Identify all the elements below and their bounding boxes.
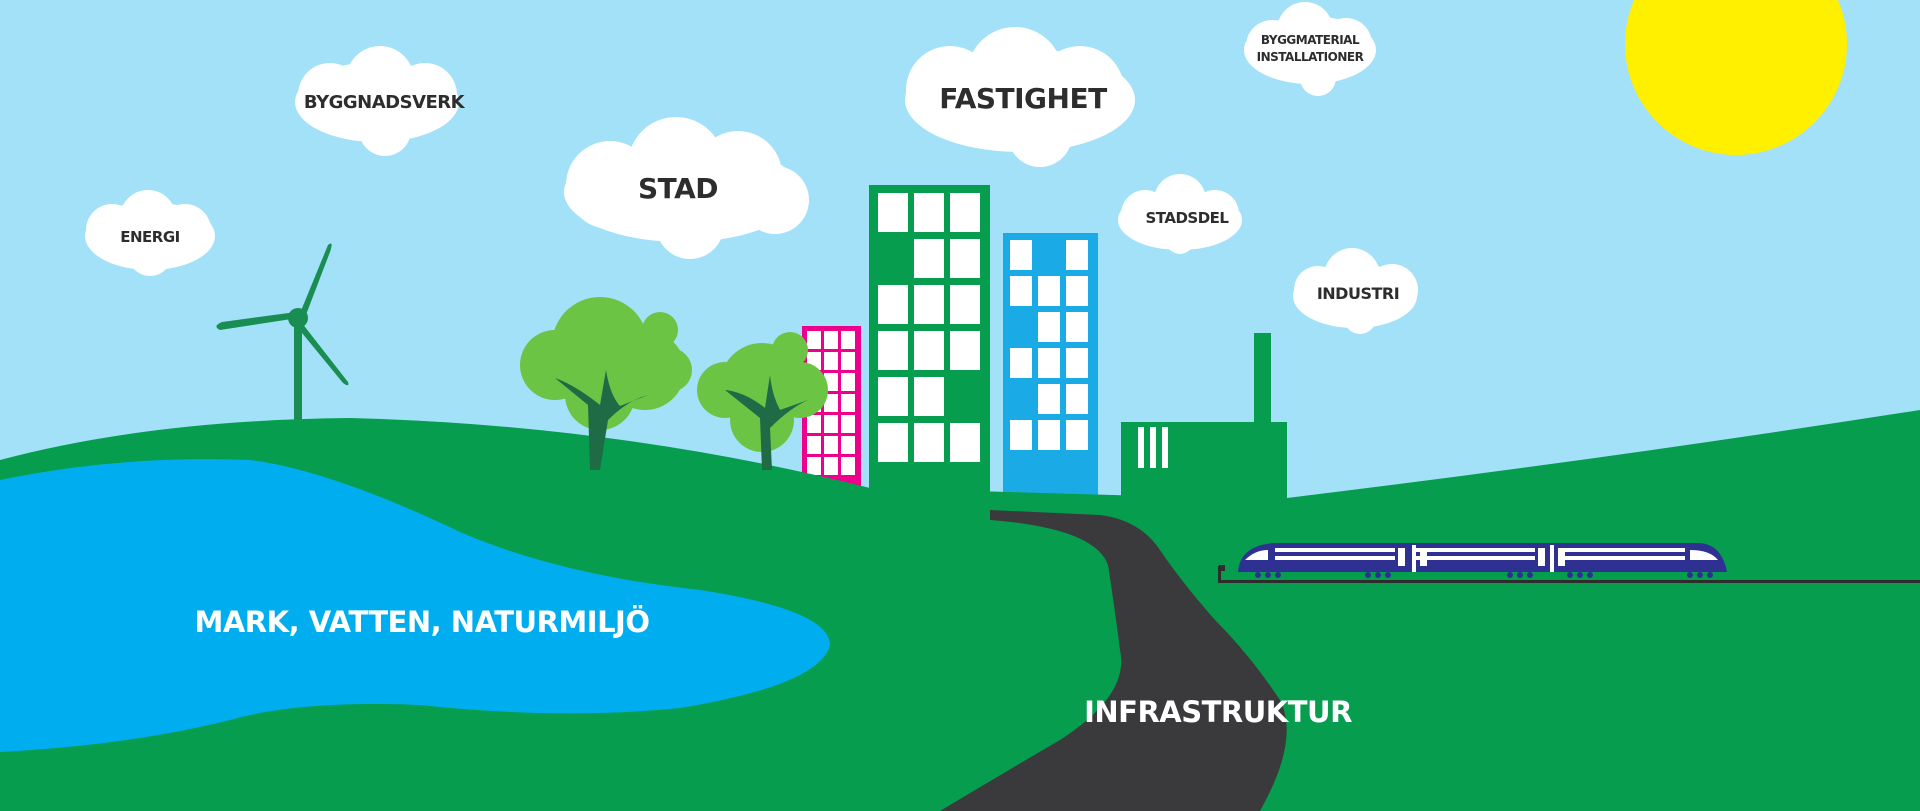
window (1038, 348, 1060, 378)
window (1010, 420, 1032, 450)
window (1010, 276, 1032, 306)
window (841, 415, 855, 433)
window (914, 285, 944, 324)
window (824, 415, 838, 433)
label-stad: STAD (638, 172, 718, 205)
window (1038, 420, 1060, 450)
window (807, 436, 821, 454)
wind-turbine-icon (216, 243, 349, 428)
window (841, 373, 855, 391)
window (824, 436, 838, 454)
window (914, 423, 944, 462)
cloud-icon (85, 2, 1418, 334)
window (1066, 384, 1088, 414)
window (950, 331, 980, 370)
window (824, 331, 838, 349)
cloud-stadsdel (1118, 174, 1242, 254)
label-infrastruktur: INFRASTRUKTUR (1084, 695, 1352, 729)
window (807, 457, 821, 475)
window (914, 193, 944, 232)
window (950, 193, 980, 232)
label-byggmaterial-line2: INSTALLATIONER (1257, 50, 1364, 64)
window (914, 377, 944, 416)
label-fastighet: FASTIGHET (939, 82, 1107, 115)
window (878, 377, 908, 416)
window (914, 331, 944, 370)
window (824, 352, 838, 370)
train-icon (1238, 543, 1727, 578)
cloud-energi (85, 190, 215, 276)
window (824, 457, 838, 475)
cloud-byggmaterial (1244, 2, 1376, 96)
window (1066, 348, 1088, 378)
window (1010, 240, 1032, 270)
label-industri: INDUSTRI (1317, 284, 1399, 303)
lake (0, 459, 830, 752)
road (940, 510, 1287, 811)
window (950, 285, 980, 324)
label-stadsdel: STADSDEL (1146, 209, 1230, 227)
window (807, 415, 821, 433)
window (1010, 348, 1032, 378)
blue-building (1003, 233, 1098, 503)
label-energi: ENERGI (120, 228, 180, 246)
window (841, 331, 855, 349)
window (878, 285, 908, 324)
sun-icon (1625, 0, 1847, 155)
ground (0, 410, 1920, 811)
window (1066, 240, 1088, 270)
factory-icon (1121, 333, 1287, 502)
cloud-industri (1293, 248, 1418, 334)
window (841, 352, 855, 370)
window (878, 423, 908, 462)
window (841, 436, 855, 454)
tree-icon (520, 297, 692, 470)
rail-track (1218, 565, 1920, 583)
window (1038, 384, 1060, 414)
green-building (869, 185, 990, 505)
window (1038, 276, 1060, 306)
cloud-fastighet (905, 27, 1135, 167)
window (841, 394, 855, 412)
window (824, 394, 838, 412)
window (841, 457, 855, 475)
cloud-byggnadsverk (295, 46, 459, 156)
label-mark-vatten-naturmiljo: MARK, VATTEN, NATURMILJÖ (194, 605, 649, 639)
window (1066, 420, 1088, 450)
label-byggmaterial-line1: BYGGMATERIAL (1261, 33, 1360, 47)
label-byggnadsverk: BYGGNADSVERK (304, 92, 466, 113)
window (914, 239, 944, 278)
cloud-stad (564, 117, 809, 259)
window (950, 239, 980, 278)
window (950, 423, 980, 462)
window (1066, 312, 1088, 342)
window (878, 193, 908, 232)
tree-icon (697, 332, 828, 470)
window (1066, 276, 1088, 306)
window (878, 331, 908, 370)
window (1038, 312, 1060, 342)
window (807, 331, 821, 349)
